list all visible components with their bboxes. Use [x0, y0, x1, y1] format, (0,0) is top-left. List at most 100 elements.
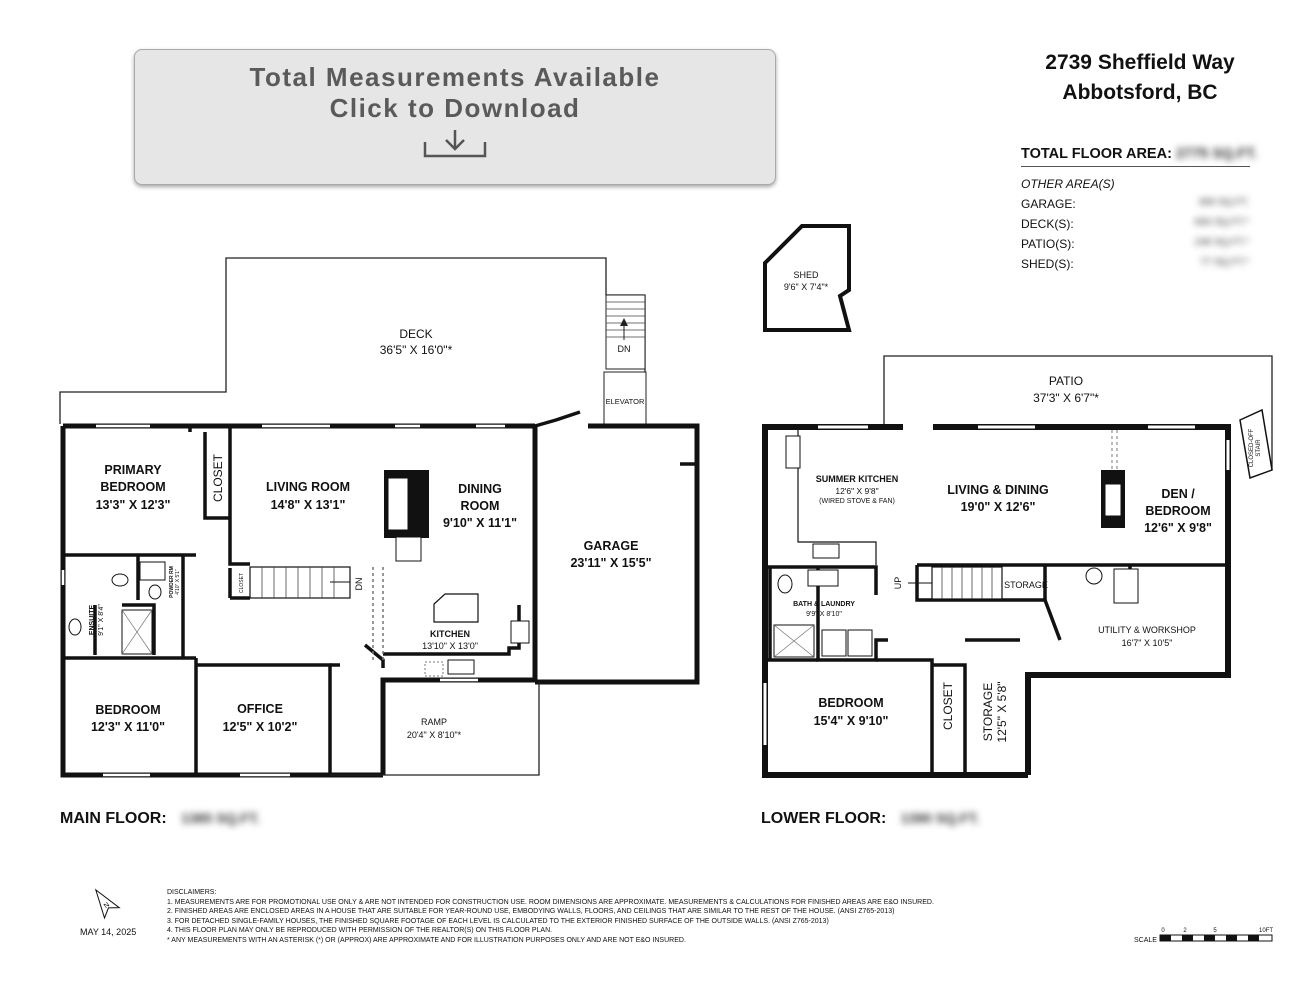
elevator-label: ELEVATOR — [606, 397, 645, 406]
shed-label: SHED — [793, 270, 819, 280]
sink-icon — [807, 569, 839, 587]
download-title: Total Measurements Available — [249, 62, 661, 92]
summer-kitchen-dimensions: 12'6" X 9'8" — [835, 486, 878, 496]
disclaimer-line: 1. MEASUREMENTS ARE FOR PROMOTIONAL USE … — [167, 898, 934, 906]
stair-storage-label: STORAGE — [1004, 580, 1048, 590]
lower-bedroom-dimensions: 15'4" X 9'10" — [814, 714, 889, 728]
kitchen-dimensions: 13'10" X 13'0" — [422, 641, 478, 651]
dining-room-dimensions: 9'10" X 11'1" — [443, 516, 517, 530]
summer-kitchen-note: (WIRED STOVE & FAN) — [819, 498, 895, 505]
disclaimers-title: DISCLAIMERS: — [167, 889, 217, 896]
other-areas-title: OTHER AREA(S) — [1021, 177, 1115, 191]
sink-icon — [68, 618, 82, 636]
scale-bar: 0 2 5 10FT — [1159, 928, 1273, 942]
living-dining-dimensions: 19'0" X 12'6" — [961, 500, 1036, 514]
patio-label: PATIO — [1049, 374, 1083, 388]
stairs-dn-label: DN — [354, 578, 364, 591]
closet-label: CLOSET — [211, 453, 225, 502]
bath-laundry-label: BATH & LAUNDRY — [793, 601, 855, 608]
lower-interior-walls — [765, 563, 1228, 775]
lower-floor-label: LOWER FLOOR: — [761, 810, 887, 827]
closed-off-stair-label: STAIR — [1256, 439, 1262, 457]
north-label: N — [103, 902, 111, 911]
area-label: SHED(S): — [1021, 257, 1074, 271]
scale-tick: 2 — [1183, 928, 1187, 934]
main-floor-area-label: MAIN FLOOR: 1385 SQ.FT. — [60, 810, 260, 828]
main-windows — [61, 424, 505, 777]
garage-dimensions: 23'11" X 15'5" — [570, 556, 651, 570]
north-arrow-icon: N — [94, 888, 121, 920]
scale-label: SCALE — [1134, 937, 1157, 944]
download-measurements-button[interactable]: Total Measurements Available Click to Do… — [134, 49, 776, 185]
garage-label: GARAGE — [584, 539, 639, 553]
powder-room-dimensions: 4'10" X 5'1" — [175, 569, 181, 595]
area-value: 77 SQ.FT.* — [1200, 257, 1249, 268]
kitchen-label: KITCHEN — [430, 629, 470, 639]
lower-windows — [763, 425, 1230, 745]
bedroom-dimensions: 12'3" X 11'0" — [91, 720, 165, 734]
sink-icon — [812, 543, 840, 559]
lower-floor-area-label: LOWER FLOOR: 1390 SQ.FT. — [761, 810, 979, 828]
kitchen-island — [433, 593, 479, 623]
area-value: 248 SQ.FT.* — [1194, 237, 1249, 248]
primary-bedroom-dimensions: 13'3" X 12'3" — [96, 498, 171, 512]
lower-floor-area: 1390 SQ.FT. — [900, 810, 980, 826]
furnace-icon — [1113, 568, 1139, 604]
lower-bedroom-label: BEDROOM — [818, 696, 883, 710]
area-summary: TOTAL FLOOR AREA: 2775 SQ.FT. OTHER AREA… — [1021, 146, 1257, 271]
den-bedroom-label: BEDROOM — [1145, 504, 1210, 518]
patio-outline — [883, 355, 1273, 470]
living-dining-label: LIVING & DINING — [947, 483, 1048, 497]
property-address: 2739 Sheffield Way Abbotsford, BC — [1040, 48, 1240, 108]
area-label: PATIO(S): — [1021, 237, 1075, 251]
deck-outline — [59, 257, 646, 424]
toilet-icon — [777, 574, 793, 594]
dining-room-label: DINING — [458, 482, 502, 496]
stove-icon — [510, 620, 530, 644]
living-room-dimensions: 14'8" X 13'1" — [271, 498, 346, 512]
ensuite-dimensions: 9'1" X 8'4" — [98, 604, 105, 636]
area-value: 369 SQ.FT. — [1198, 197, 1249, 208]
lower-storage-label: STORAGE — [981, 683, 995, 741]
small-closet-label: CLOSET — [239, 573, 245, 593]
total-floor-area: TOTAL FLOOR AREA: 2775 SQ.FT. — [1021, 146, 1257, 167]
download-subtitle: Click to Download — [329, 93, 581, 123]
bath-laundry-dimensions: 9'9" X 8'10" — [806, 611, 842, 618]
disclaimers: DISCLAIMERS: 1. MEASUREMENTS ARE FOR PRO… — [167, 888, 1027, 945]
area-label: DECK(S): — [1021, 217, 1074, 231]
disclaimer-line: 4. THIS FLOOR PLAN MAY ONLY BE REPRODUCE… — [167, 927, 553, 934]
water-heater-icon — [1085, 567, 1103, 585]
toilet-icon — [148, 584, 162, 600]
primary-bedroom-label: PRIMARY — [104, 463, 162, 477]
plan-date: MAY 14, 2025 — [80, 927, 137, 937]
toilet-icon — [111, 573, 129, 587]
main-floor-plan: DECK 36'5" X 16'0"* DN ELEVATOR PRIMARY … — [59, 257, 700, 778]
main-floor-area: 1385 SQ.FT. — [181, 810, 260, 826]
ramp-outline — [330, 682, 540, 776]
deck-stairs — [605, 294, 646, 370]
powder-room-label: POWDER RM — [169, 566, 175, 598]
area-row-sheds: SHED(S): 77 SQ.FT.* — [1021, 257, 1251, 271]
total-floor-area-label: TOTAL FLOOR AREA: — [1021, 146, 1172, 162]
living-room-label: LIVING ROOM — [266, 480, 350, 494]
dining-room-label: ROOM — [461, 499, 500, 513]
deck-stairs-dn-label: DN — [618, 344, 631, 354]
office-dimensions: 12'5" X 10'2" — [223, 720, 298, 734]
sink-icon — [447, 659, 475, 675]
main-floor-label: MAIN FLOOR: — [60, 810, 167, 827]
lower-stairs — [931, 566, 1003, 600]
lower-floor-plan: SHED 9'6" X 7'4"* PATIO 37'3" X 6'7"* — [762, 224, 1273, 778]
area-value: 693 SQ.FT.* — [1194, 217, 1249, 228]
address-city: Abbotsford, BC — [1062, 81, 1218, 104]
shed-outline — [763, 224, 852, 332]
area-row-garage: GARAGE: 369 SQ.FT. — [1021, 197, 1251, 211]
area-label: GARAGE: — [1021, 197, 1076, 211]
office-label: OFFICE — [237, 702, 283, 716]
scale-tick: 5 — [1213, 928, 1217, 934]
summer-kitchen-label: SUMMER KITCHEN — [816, 474, 899, 484]
deck-dimensions: 36'5" X 16'0"* — [380, 343, 453, 357]
disclaimer-line: 3. FOR DETACHED SINGLE-FAMILY HOUSES, TH… — [167, 917, 829, 925]
elevator — [603, 371, 647, 425]
area-row-decks: DECK(S): 693 SQ.FT.* — [1021, 217, 1251, 231]
